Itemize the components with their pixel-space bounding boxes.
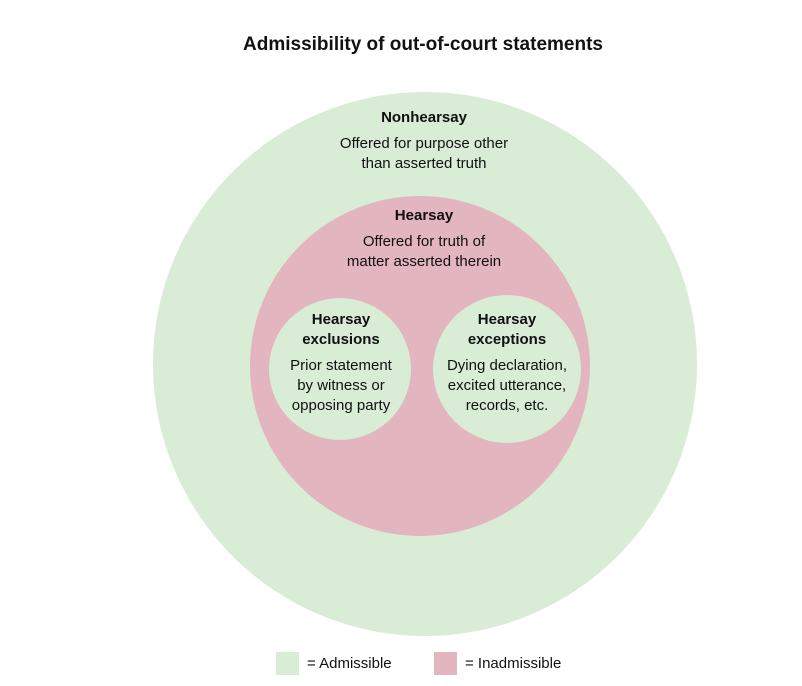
hearsay-description: Offered for truth of matter asserted the… <box>324 232 524 272</box>
hearsay-line-1: Offered for truth of <box>362 233 486 250</box>
exceptions-line-1: Dying declaration, <box>446 357 568 374</box>
exceptions-heading-line-1: Hearsay <box>477 311 537 328</box>
exceptions-heading: Hearsay exceptions <box>432 310 582 350</box>
exceptions-line-3: records, etc. <box>465 397 549 414</box>
exclusions-label: Hearsay exclusions Prior statement by wi… <box>266 310 416 416</box>
exceptions-description: Dying declaration, excited utterance, re… <box>432 356 582 416</box>
nonhearsay-description: Offered for purpose other than asserted … <box>324 134 524 174</box>
hearsay-label: Hearsay Offered for truth of matter asse… <box>324 206 524 272</box>
exclusions-line-3: opposing party <box>291 397 391 414</box>
exceptions-circle <box>433 295 581 443</box>
exclusions-circle <box>269 298 411 440</box>
exclusions-line-2: by witness or <box>297 377 385 394</box>
hearsay-heading: Hearsay <box>394 207 454 224</box>
exceptions-label: Hearsay exceptions Dying declaration, ex… <box>432 310 582 416</box>
inadmissible-swatch <box>434 651 457 675</box>
exceptions-line-2: excited utterance, <box>447 377 567 394</box>
nonhearsay-line-2: than asserted truth <box>361 155 487 172</box>
hearsay-line-2: matter asserted therein <box>346 253 502 270</box>
legend: = Admissible = Inadmissible <box>0 651 802 677</box>
exclusions-line-1: Prior statement <box>290 357 392 374</box>
exclusions-heading-line-1: Hearsay <box>311 311 371 328</box>
legend-item-admissible: = Admissible <box>276 651 392 675</box>
nonhearsay-heading: Nonhearsay <box>381 109 467 126</box>
hearsay-circle <box>250 196 590 536</box>
exclusions-heading-line-2: exclusions <box>302 331 380 348</box>
legend-label-inadmissible: = Inadmissible <box>465 654 562 672</box>
nonhearsay-label: Nonhearsay Offered for purpose other tha… <box>324 108 524 174</box>
admissible-swatch <box>276 651 299 675</box>
exceptions-heading-line-2: exceptions <box>467 331 547 348</box>
diagram-title: Admissibility of out-of-court statements <box>243 34 603 55</box>
legend-label-admissible: = Admissible <box>307 654 392 672</box>
exclusions-heading: Hearsay exclusions <box>266 310 416 350</box>
exclusions-description: Prior statement by witness or opposing p… <box>266 356 416 416</box>
nonhearsay-line-1: Offered for purpose other <box>339 135 509 152</box>
legend-item-inadmissible: = Inadmissible <box>434 651 561 675</box>
